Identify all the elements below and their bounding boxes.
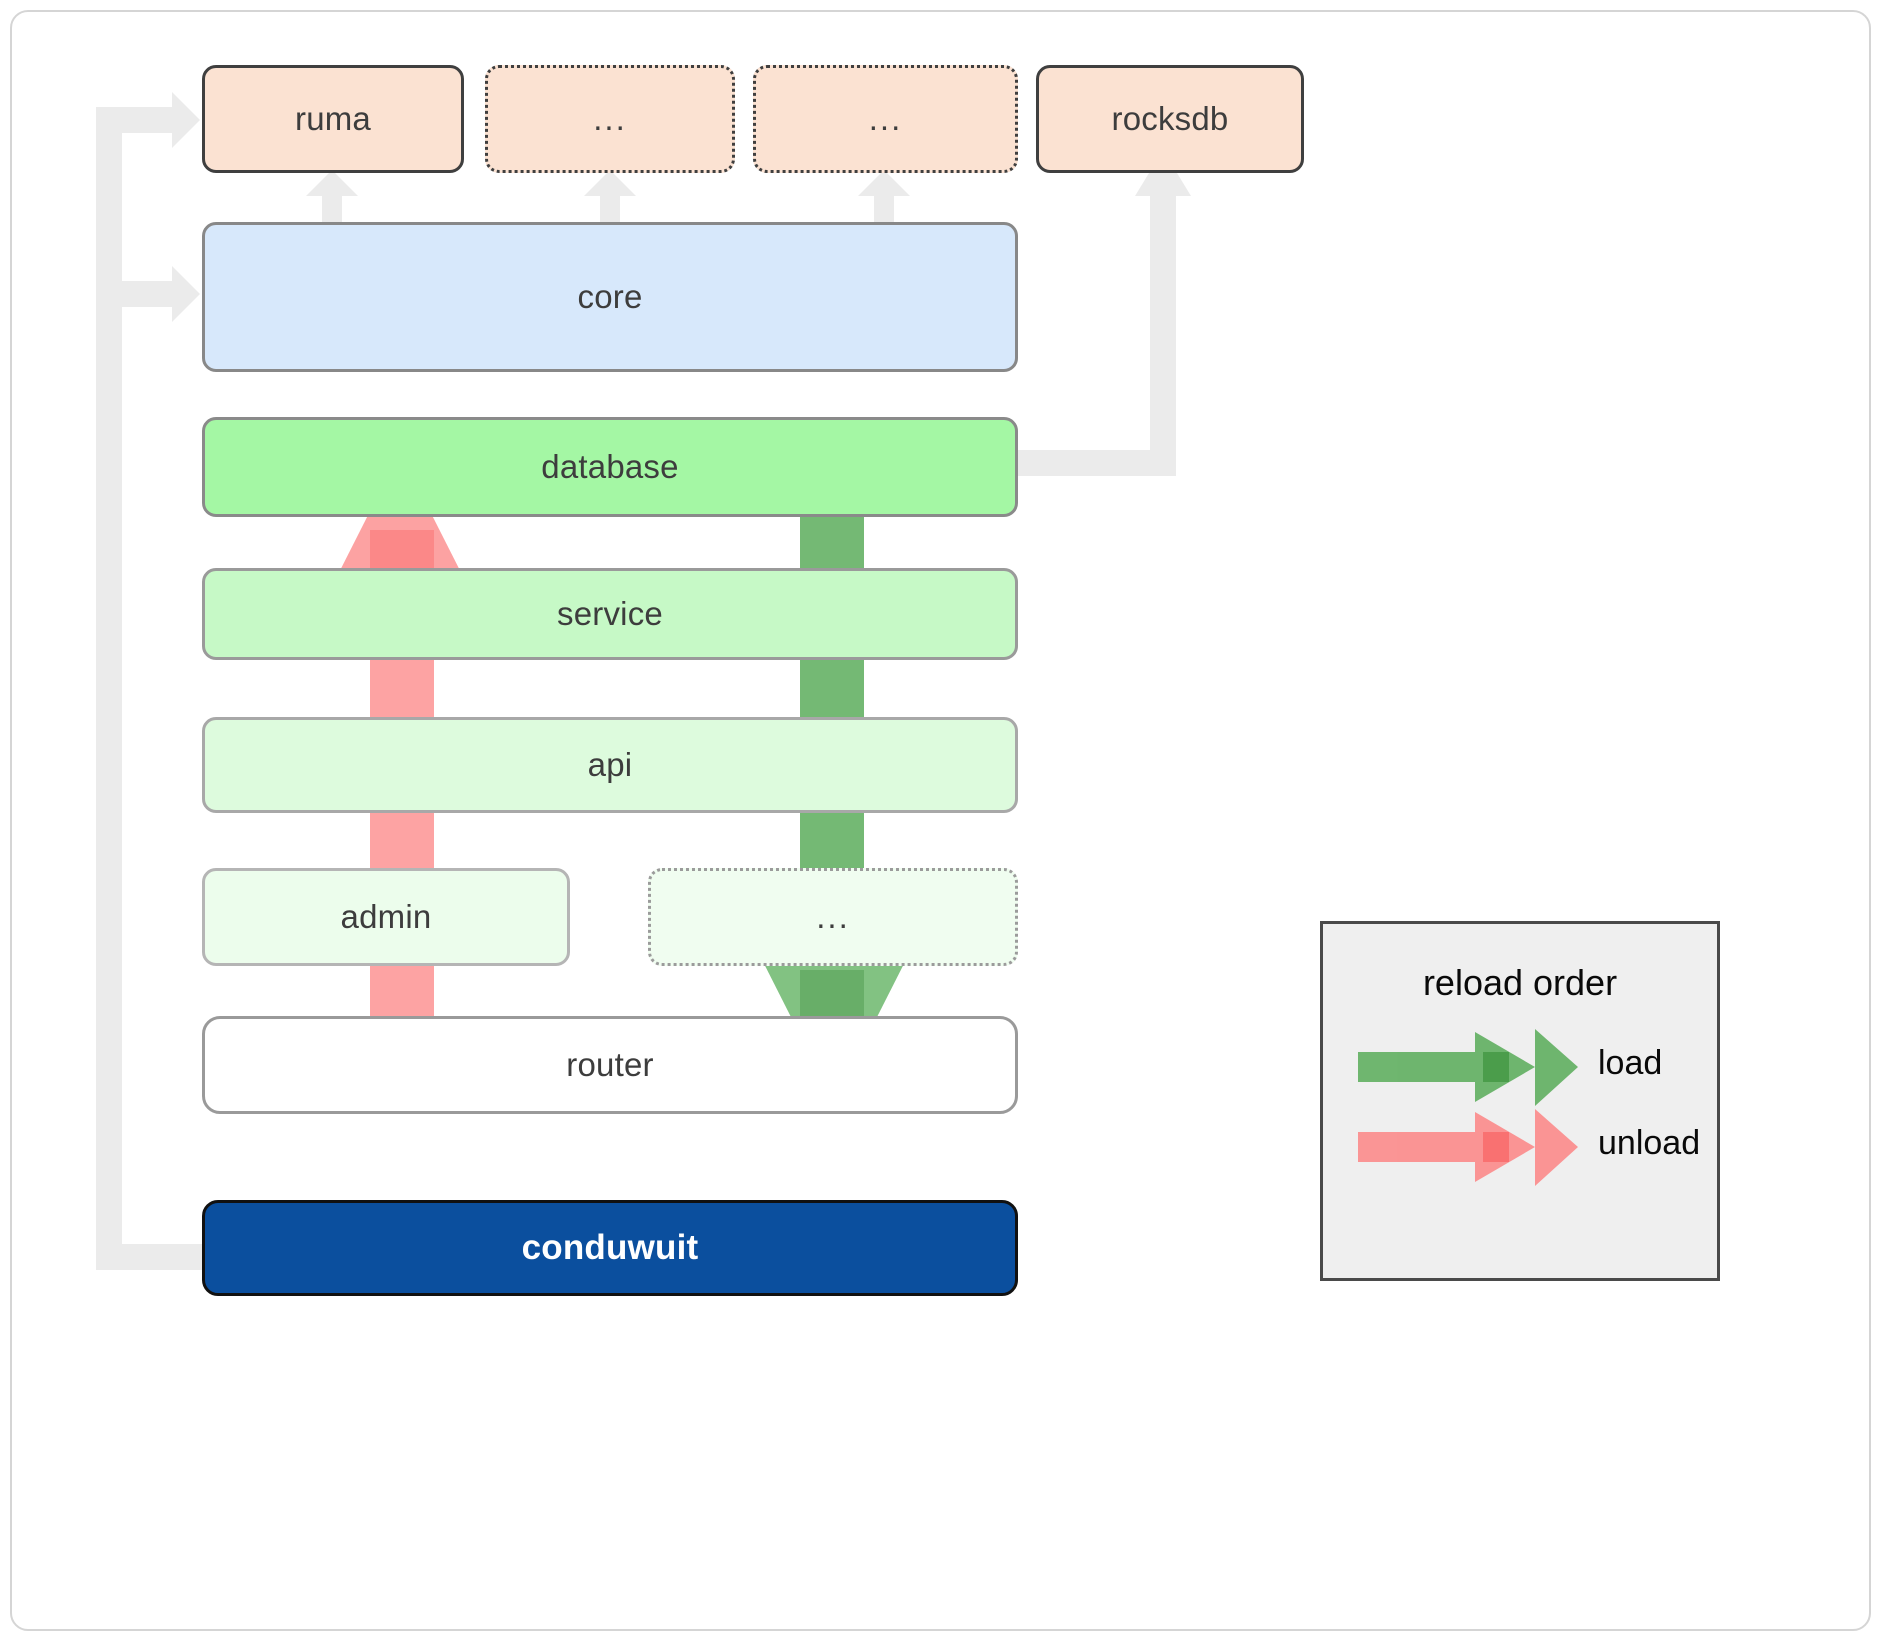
layer-database-label: database — [541, 448, 679, 485]
layer-core[interactable]: core — [202, 222, 1018, 372]
module-rocksdb-label: rocksdb — [1111, 100, 1229, 137]
binary-conduwuit[interactable]: conduwuit — [202, 1200, 1018, 1296]
layer-service[interactable]: service — [202, 568, 1018, 660]
connector-to-ruma-stem — [96, 107, 172, 133]
layer-router-label: router — [566, 1046, 654, 1083]
layer-database[interactable]: database — [202, 417, 1018, 517]
legend-arrows — [1358, 1029, 1578, 1186]
module-placeholder-1[interactable]: ... — [485, 65, 735, 173]
legend-title: reload order — [1422, 962, 1618, 1003]
connector-to-core-stem — [96, 281, 172, 307]
legend-unload-arrow — [1358, 1109, 1578, 1186]
layer-admin-label: admin — [340, 898, 432, 935]
module-ruma-label: ruma — [295, 100, 371, 137]
layer-api[interactable]: api — [202, 717, 1018, 813]
legend-box: reload order load unload — [1320, 921, 1720, 1281]
legend-label-load: load — [1598, 1044, 1663, 1082]
layer-placeholder[interactable]: ... — [648, 868, 1018, 966]
module-placeholder-2[interactable]: ... — [753, 65, 1018, 173]
module-placeholder-2-label: ... — [868, 100, 903, 137]
layer-api-label: api — [587, 746, 633, 783]
module-placeholder-1-label: ... — [593, 100, 627, 137]
binary-conduwuit-label: conduwuit — [521, 1228, 699, 1267]
layer-admin[interactable]: admin — [202, 868, 570, 966]
connector-db-to-rocksdb-v — [1150, 196, 1176, 464]
layer-service-label: service — [557, 595, 663, 632]
layer-router[interactable]: router — [202, 1016, 1018, 1114]
layer-core-label: core — [577, 278, 643, 315]
connector-db-to-rocksdb-h — [1016, 450, 1176, 476]
module-ruma[interactable]: ruma — [202, 65, 464, 173]
legend-load-arrow — [1358, 1029, 1578, 1106]
legend-label-unload: unload — [1598, 1124, 1701, 1162]
module-rocksdb[interactable]: rocksdb — [1036, 65, 1304, 173]
layer-placeholder-label: ... — [816, 898, 850, 935]
